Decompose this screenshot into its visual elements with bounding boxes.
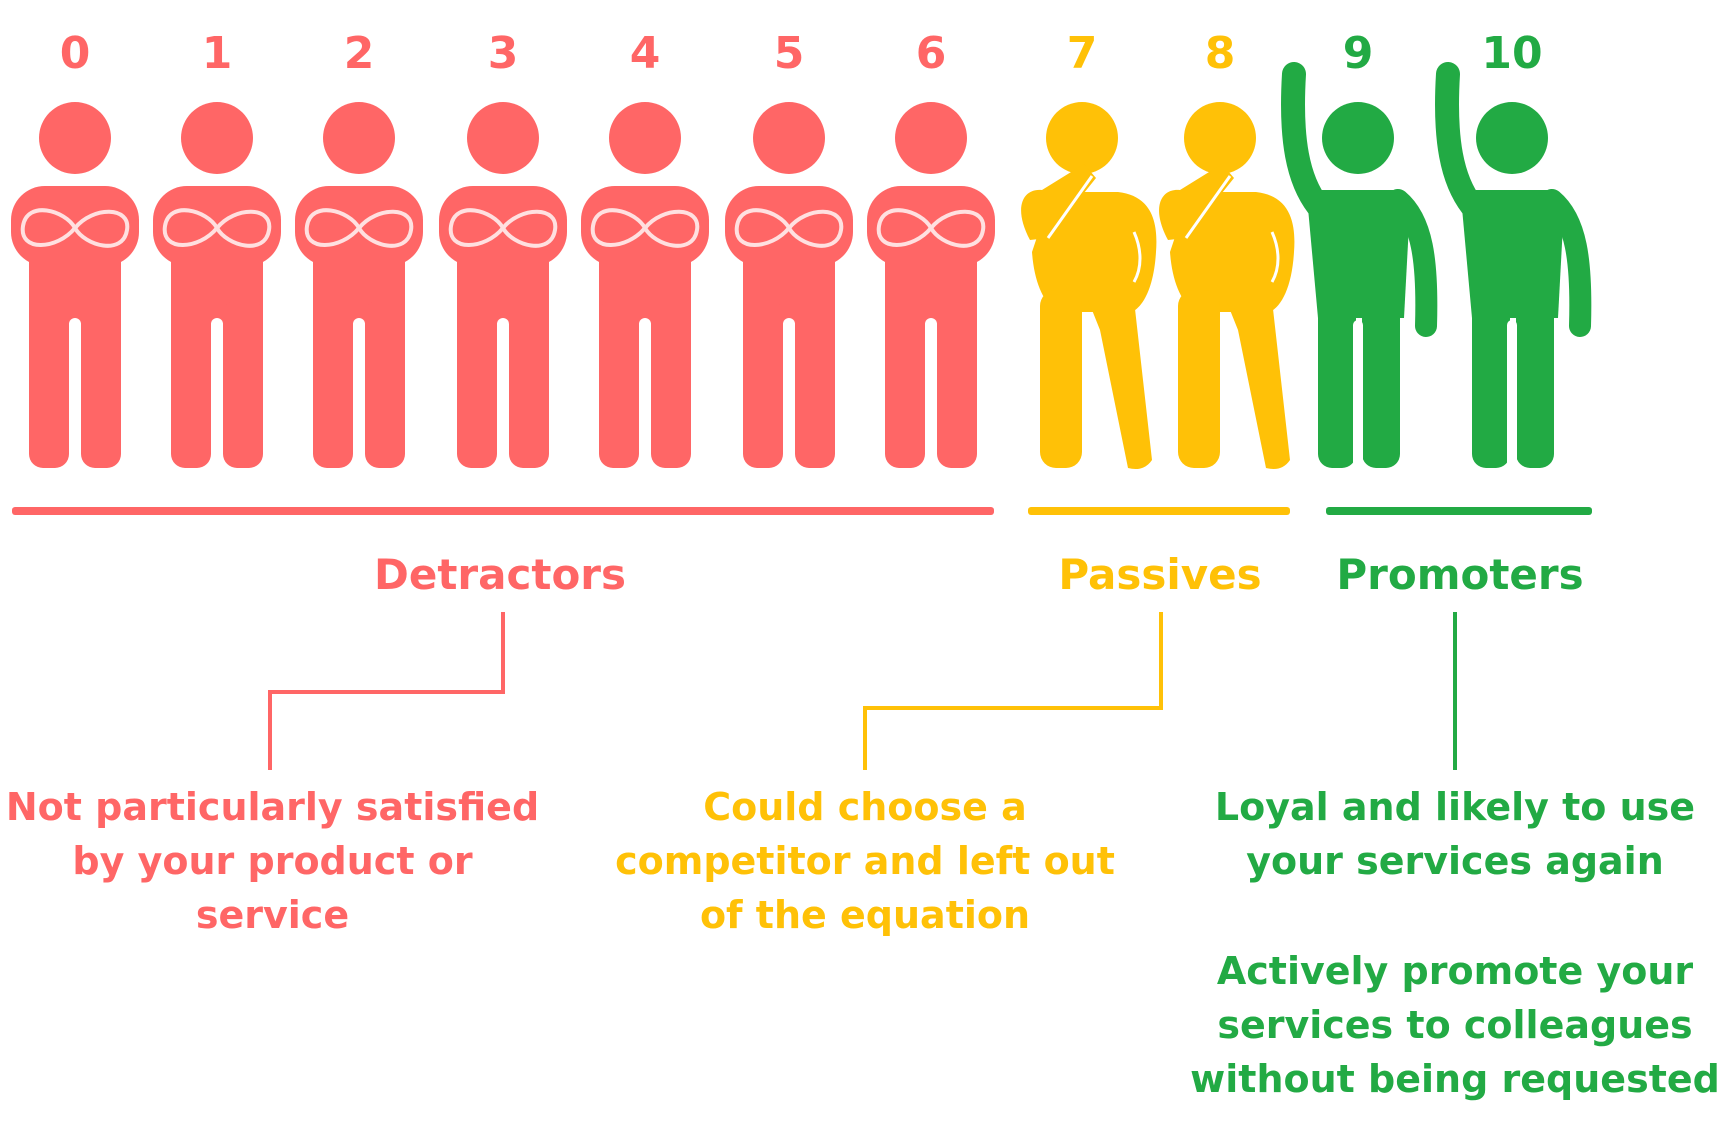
promoters-label: Promoters: [1336, 550, 1584, 599]
score-label: 0: [59, 28, 91, 79]
arms-crossed-person-icon: [153, 102, 281, 468]
score-label: 1: [201, 28, 233, 79]
passives-label: Passives: [1058, 550, 1262, 599]
score-label: 5: [773, 28, 805, 79]
arms-crossed-person-icon: [439, 102, 567, 468]
arms-crossed-person-icon: [867, 102, 995, 468]
promoters-description: Loyal and likely to use your services ag…: [1180, 780, 1730, 888]
passives-connector: [863, 612, 1163, 770]
passives-description-line: of the equation: [699, 893, 1031, 937]
detractors-label: Detractors: [373, 550, 627, 599]
score-label: 10: [1481, 28, 1543, 79]
detractors-description: Not particularly satisfied by your produ…: [0, 780, 545, 942]
passives-description-line: Could choose a: [703, 785, 1027, 829]
detractors-description-line: by your product or: [72, 839, 473, 883]
hand-raised-person-icon: [1281, 62, 1438, 470]
score-label: 7: [1066, 28, 1098, 79]
passives-description: Could choose a competitor and left out o…: [610, 780, 1120, 942]
promoters-description-line: without being requested: [1190, 1057, 1720, 1101]
score-label: 9: [1342, 28, 1374, 79]
promoters-description-line: your services again: [1246, 839, 1664, 883]
promoters-description-line: services to colleagues: [1217, 1003, 1693, 1047]
detractors-description-line: Not particularly satisfied: [5, 785, 540, 829]
detractors-connector: [268, 612, 505, 770]
score-label: 2: [343, 28, 375, 79]
arms-crossed-person-icon: [725, 102, 853, 468]
arms-crossed-person-icon: [11, 102, 139, 468]
promoters-bar: [1326, 507, 1592, 515]
promoters-description-secondary: Actively promote your services to collea…: [1180, 944, 1730, 1106]
detractors-bar: [12, 507, 994, 515]
hand-raised-person-icon: [1435, 62, 1592, 470]
detractors-description-line: service: [195, 893, 350, 937]
passives-description-line: competitor and left out: [615, 839, 1115, 883]
thinking-person-icon: [1021, 102, 1157, 469]
passives-bar: [1028, 507, 1290, 515]
thinking-person-icon: [1159, 102, 1295, 469]
score-label: 8: [1204, 28, 1236, 79]
arms-crossed-person-icon: [581, 102, 709, 468]
promoters-description-line: Loyal and likely to use: [1214, 785, 1696, 829]
score-label: 3: [487, 28, 519, 79]
score-label: 4: [629, 28, 661, 79]
promoters-description-line: Actively promote your: [1216, 949, 1694, 993]
score-label: 6: [915, 28, 947, 79]
arms-crossed-person-icon: [295, 102, 423, 468]
